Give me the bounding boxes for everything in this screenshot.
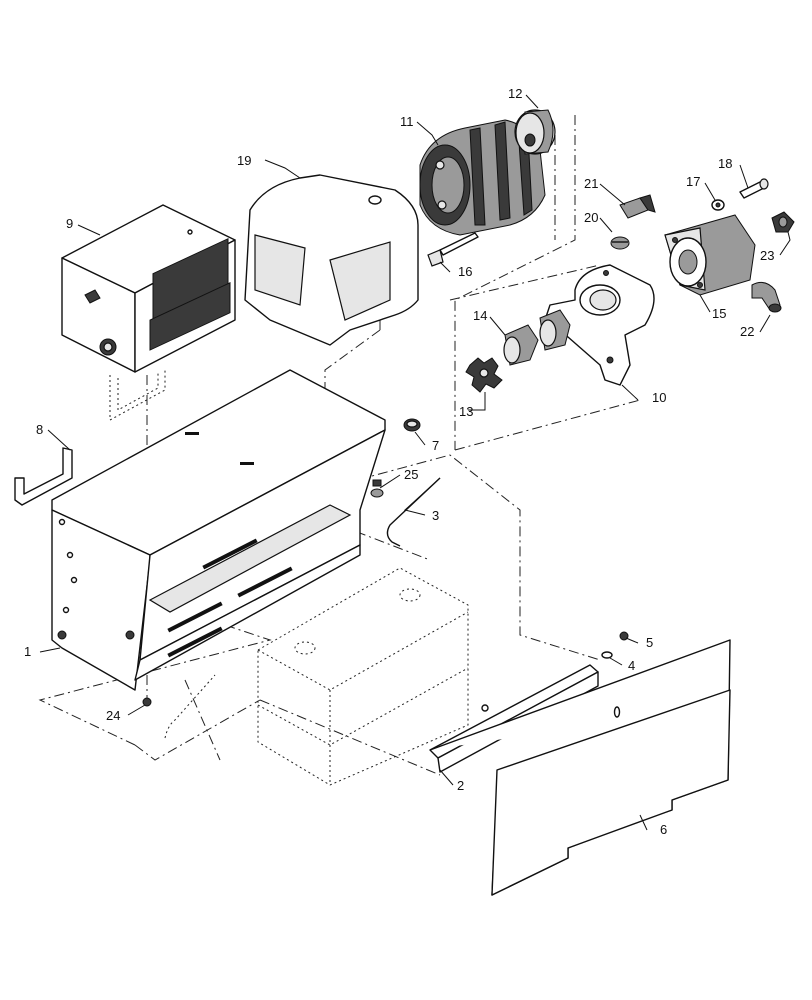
callout-11: 11	[400, 114, 414, 129]
callout-16: 16	[458, 264, 472, 279]
callout-4: 4	[628, 658, 635, 673]
part-7-grommet	[403, 418, 421, 432]
callout-9: 9	[66, 216, 73, 231]
callout-3: 3	[432, 508, 439, 523]
battery-reference-outline	[257, 567, 469, 786]
callout-13: 13	[459, 404, 473, 419]
part-15-hydraulic-pump	[664, 214, 756, 296]
callout-15: 15	[712, 306, 726, 321]
callout-24: 24	[106, 708, 120, 723]
part-1-battery-tray	[51, 369, 386, 691]
part-20-plug	[610, 236, 630, 250]
part-12-pulley	[514, 109, 556, 155]
part-10-pump-bracket	[544, 264, 655, 386]
callout-12: 12	[508, 86, 522, 101]
callout-14: 14	[473, 308, 487, 323]
callout-17: 17	[686, 174, 700, 189]
callout-8: 8	[36, 422, 43, 437]
callout-23: 23	[760, 248, 774, 263]
callout-labels: 1 2 3 4 5 6 7 8 9 10 11 12 13 14 15 16 1…	[24, 86, 774, 837]
part-19-protective-cover	[244, 174, 419, 346]
part-13-coupling-spider	[465, 357, 503, 393]
callout-2: 2	[457, 778, 464, 793]
part-8-u-clamp	[14, 370, 166, 506]
callout-7: 7	[432, 438, 439, 453]
part-23-fitting	[771, 211, 795, 233]
callout-18: 18	[718, 156, 732, 171]
part-17-washer	[711, 199, 725, 211]
part-21-fitting	[619, 194, 656, 219]
callout-21: 21	[584, 176, 598, 191]
part-11-alternator	[419, 119, 546, 236]
part-22-elbow-fitting	[751, 281, 782, 313]
part-9-distribution-box	[61, 204, 236, 373]
part-6-cover-panel	[429, 639, 731, 896]
callout-22: 22	[740, 324, 754, 339]
part-14-coupling-hubs	[503, 309, 571, 366]
leader-lines	[39, 94, 791, 831]
callout-25: 25	[404, 467, 418, 482]
part-25-screw	[370, 479, 384, 498]
callout-5: 5	[646, 635, 653, 650]
callout-10: 10	[652, 390, 666, 405]
part-24-bolt	[142, 674, 216, 739]
callout-19: 19	[237, 153, 251, 168]
part-4-washer	[601, 651, 613, 659]
part-18-cap-screw	[739, 178, 769, 199]
part-16-bolt	[427, 232, 479, 267]
callout-6: 6	[660, 822, 667, 837]
callout-20: 20	[584, 210, 598, 225]
callout-1: 1	[24, 644, 31, 659]
